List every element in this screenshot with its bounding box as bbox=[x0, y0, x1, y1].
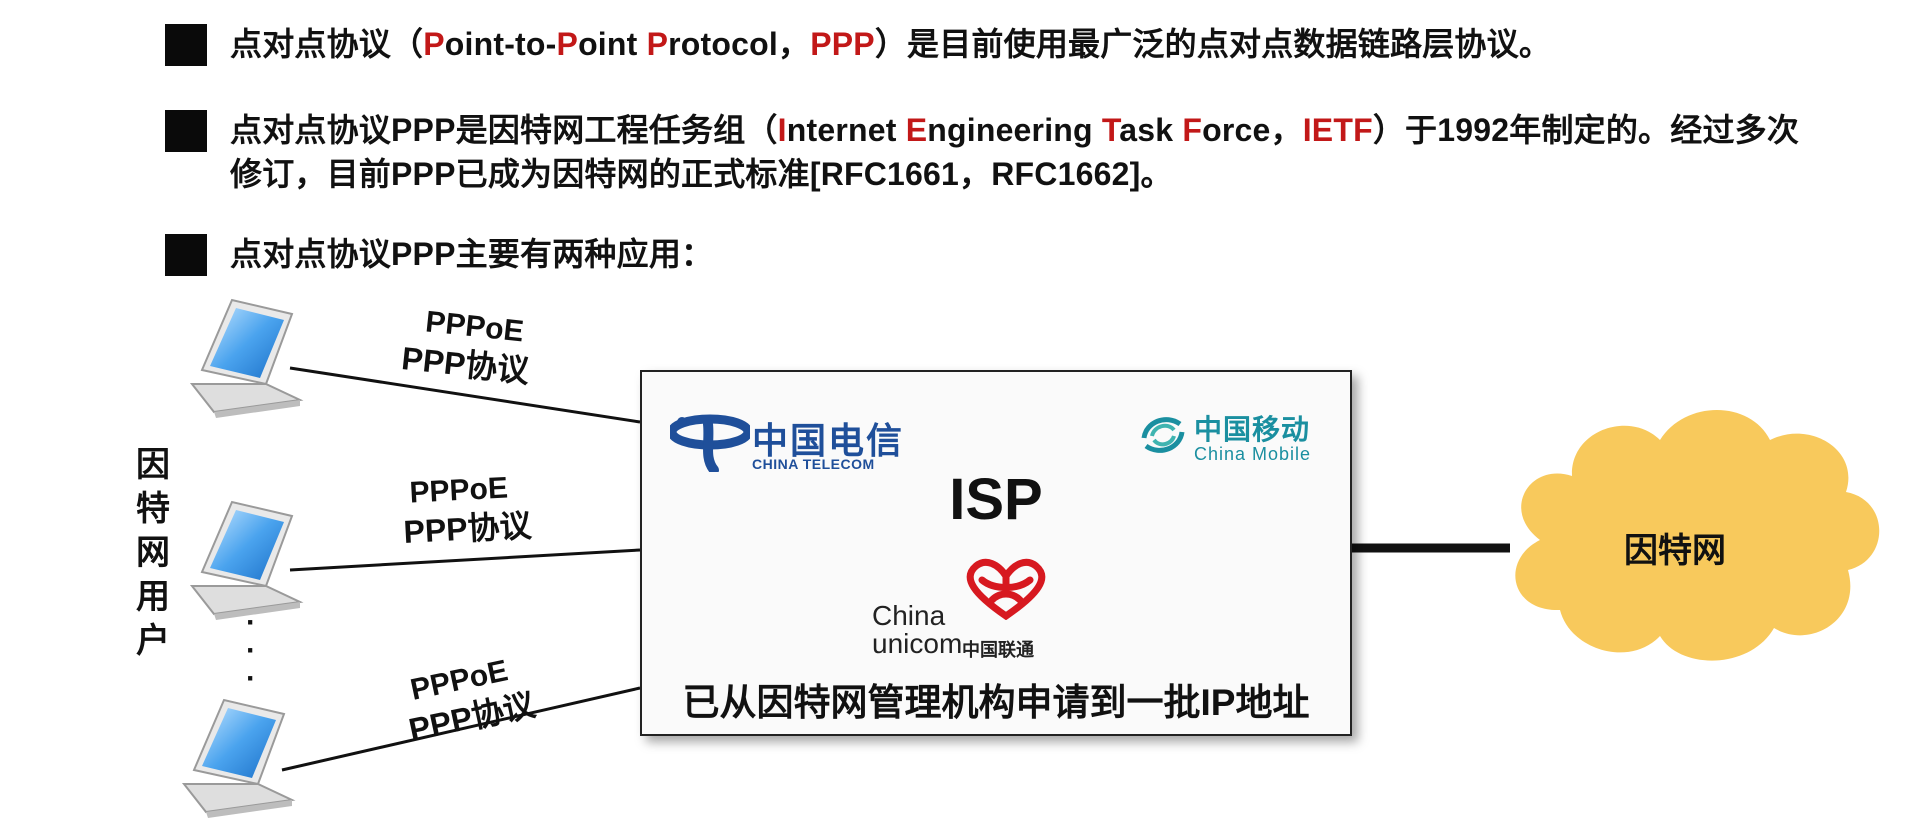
laptop-icon-2 bbox=[191, 501, 301, 621]
bullet-2-segment: IETF bbox=[1302, 112, 1373, 148]
bullet-2-segment: orce， bbox=[1202, 112, 1303, 148]
china-mobile-logo-icon bbox=[1141, 417, 1185, 453]
link-line-2 bbox=[289, 548, 641, 572]
bullet-2-segment: ）于1992年制定的。经过多次 bbox=[1372, 112, 1800, 148]
isp-title: ISP bbox=[949, 467, 1043, 532]
bullet-marker-1 bbox=[165, 24, 207, 66]
telecom-name-cn: 中国电信 bbox=[752, 420, 905, 462]
bullet-1-segment: PPP bbox=[810, 26, 875, 62]
users-label-char: 户 bbox=[136, 622, 170, 660]
bullet-2-segment: 点对点协议PPP是因特网工程任务组（ bbox=[230, 112, 778, 148]
users-label-char: 因 bbox=[136, 446, 170, 484]
bullet-text-2-line2: 修订，目前PPP已成为因特网的正式标准[RFC1661，RFC1662]。 bbox=[230, 156, 1173, 192]
internet-label: 因特网 bbox=[1624, 532, 1726, 570]
bullet-marker-2 bbox=[165, 110, 207, 152]
bullet-1-segment: P bbox=[646, 26, 669, 62]
link-label-1-line1: PPPoE bbox=[424, 305, 525, 348]
mobile-name-cn: 中国移动 bbox=[1194, 414, 1311, 445]
link-line-3 bbox=[281, 686, 641, 772]
bullet-2-segment: I bbox=[777, 112, 787, 148]
bullet-marker-3 bbox=[165, 234, 207, 276]
bullet-2-segment: T bbox=[1101, 112, 1120, 148]
internet-users-label: 因特网用户 bbox=[133, 443, 173, 663]
link-label-2-line1: PPPoE bbox=[409, 472, 509, 510]
bullet-1-segment: P bbox=[423, 26, 445, 62]
bullet-1-segment: P bbox=[556, 26, 579, 62]
laptop-icon-3 bbox=[183, 699, 293, 818]
ellipsis-dot-2: · bbox=[246, 634, 256, 667]
unicom-name-en-2: unicom bbox=[872, 628, 963, 659]
bullet-2-segment: ask bbox=[1119, 112, 1183, 148]
users-label-char: 网 bbox=[136, 534, 170, 572]
ellipsis-dot-3: · bbox=[246, 662, 256, 695]
link-line-1 bbox=[289, 366, 641, 424]
bullet-text-3: 点对点协议PPP主要有两种应用： bbox=[230, 232, 713, 276]
bullet-1-segment: rotocol， bbox=[668, 26, 811, 62]
bullet-1-segment: 点对点协议（ bbox=[230, 26, 424, 62]
isp-footer-note: 已从因特网管理机构申请到一批IP地址 bbox=[682, 682, 1310, 723]
unicom-name-en-1: China bbox=[872, 600, 946, 631]
bullet-1-segment: oint-to- bbox=[444, 26, 557, 62]
bullet-2-segment: F bbox=[1182, 112, 1203, 148]
bullet-3-segment: 点对点协议PPP主要有两种应用： bbox=[230, 236, 714, 272]
bullet-2-segment: E bbox=[905, 112, 928, 148]
users-label-char: 特 bbox=[136, 490, 170, 528]
china-telecom-logo-icon bbox=[670, 414, 750, 472]
link-label-1-line2: PPP协议 bbox=[400, 340, 532, 389]
internet-cloud bbox=[1515, 410, 1880, 661]
bullet-2-segment: ngineering bbox=[927, 112, 1102, 148]
mobile-name-en: China Mobile bbox=[1194, 444, 1312, 464]
bullet-2-segment: nternet bbox=[786, 112, 906, 148]
telecom-name-en: CHINA TELECOM bbox=[752, 456, 875, 472]
users-label-char: 用 bbox=[136, 578, 170, 616]
bullet-1-segment: oint bbox=[578, 26, 647, 62]
bullet-text-2: 点对点协议PPP是因特网工程任务组（Internet Engineering T… bbox=[230, 108, 1799, 152]
china-unicom-logo-icon bbox=[966, 558, 1046, 620]
isp-box: 中国电信 CHINA TELECOM 中国移动 China Mobile ISP… bbox=[640, 370, 1352, 736]
link-label-2-line2: PPP协议 bbox=[403, 507, 534, 550]
bullet-1-segment: ）是目前使用最广泛的点对点数据链路层协议。 bbox=[874, 26, 1552, 62]
bullet-text-1: 点对点协议（Point-to-Point Protocol，PPP）是目前使用最… bbox=[230, 22, 1551, 66]
ellipsis-dot-1: · bbox=[246, 606, 256, 639]
unicom-name-cn: 中国联通 bbox=[962, 640, 1034, 660]
laptop-icon-1 bbox=[191, 299, 301, 419]
